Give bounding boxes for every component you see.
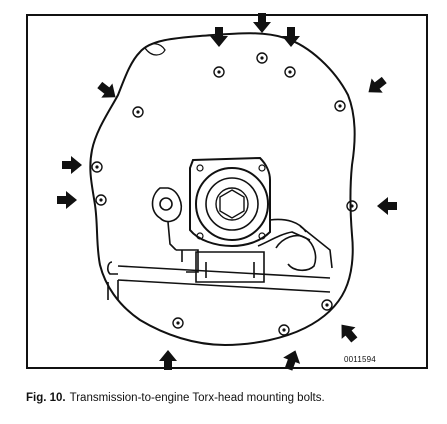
right-bracket xyxy=(269,218,333,269)
bolt-top-right xyxy=(284,66,296,78)
bolt-top-left xyxy=(213,66,225,78)
figure-caption: Fig. 10.Transmission-to-engine Torx-head… xyxy=(26,392,325,404)
arrow-lower-right xyxy=(334,318,362,346)
release-lever xyxy=(151,187,199,273)
bolt-top-center xyxy=(256,52,268,64)
arrow-left-middle xyxy=(62,156,82,174)
figure-label: Fig. 10. xyxy=(26,392,66,404)
figure-reference-number: 0011594 xyxy=(344,355,376,364)
housing-outline xyxy=(89,32,356,347)
figure-caption-text: Transmission-to-engine Torx-head mountin… xyxy=(69,392,325,404)
bolt-bottom-right xyxy=(278,324,290,336)
bolt-left-upper xyxy=(132,106,144,118)
bolt-left-middle xyxy=(91,161,103,173)
bolt-left-lower xyxy=(95,194,107,206)
upper-boss xyxy=(144,43,166,56)
bolt-right-upper xyxy=(334,100,346,112)
bolt-right-middle xyxy=(346,200,358,212)
arrow-right-middle xyxy=(377,197,397,215)
arrow-top-center xyxy=(253,13,271,33)
bolt-lower-right xyxy=(321,299,333,311)
arrow-bottom-right xyxy=(280,347,304,373)
arrow-top-left xyxy=(210,27,228,47)
bolt-bottom-left xyxy=(172,317,184,329)
mounting-bolts xyxy=(91,52,358,336)
arrow-left-lower xyxy=(57,191,77,209)
arrow-left-upper xyxy=(94,77,122,105)
input-shaft-housing xyxy=(189,156,271,248)
arrow-right-upper xyxy=(362,72,390,100)
arrow-bottom-left xyxy=(159,350,177,370)
shift-linkage xyxy=(107,231,331,300)
